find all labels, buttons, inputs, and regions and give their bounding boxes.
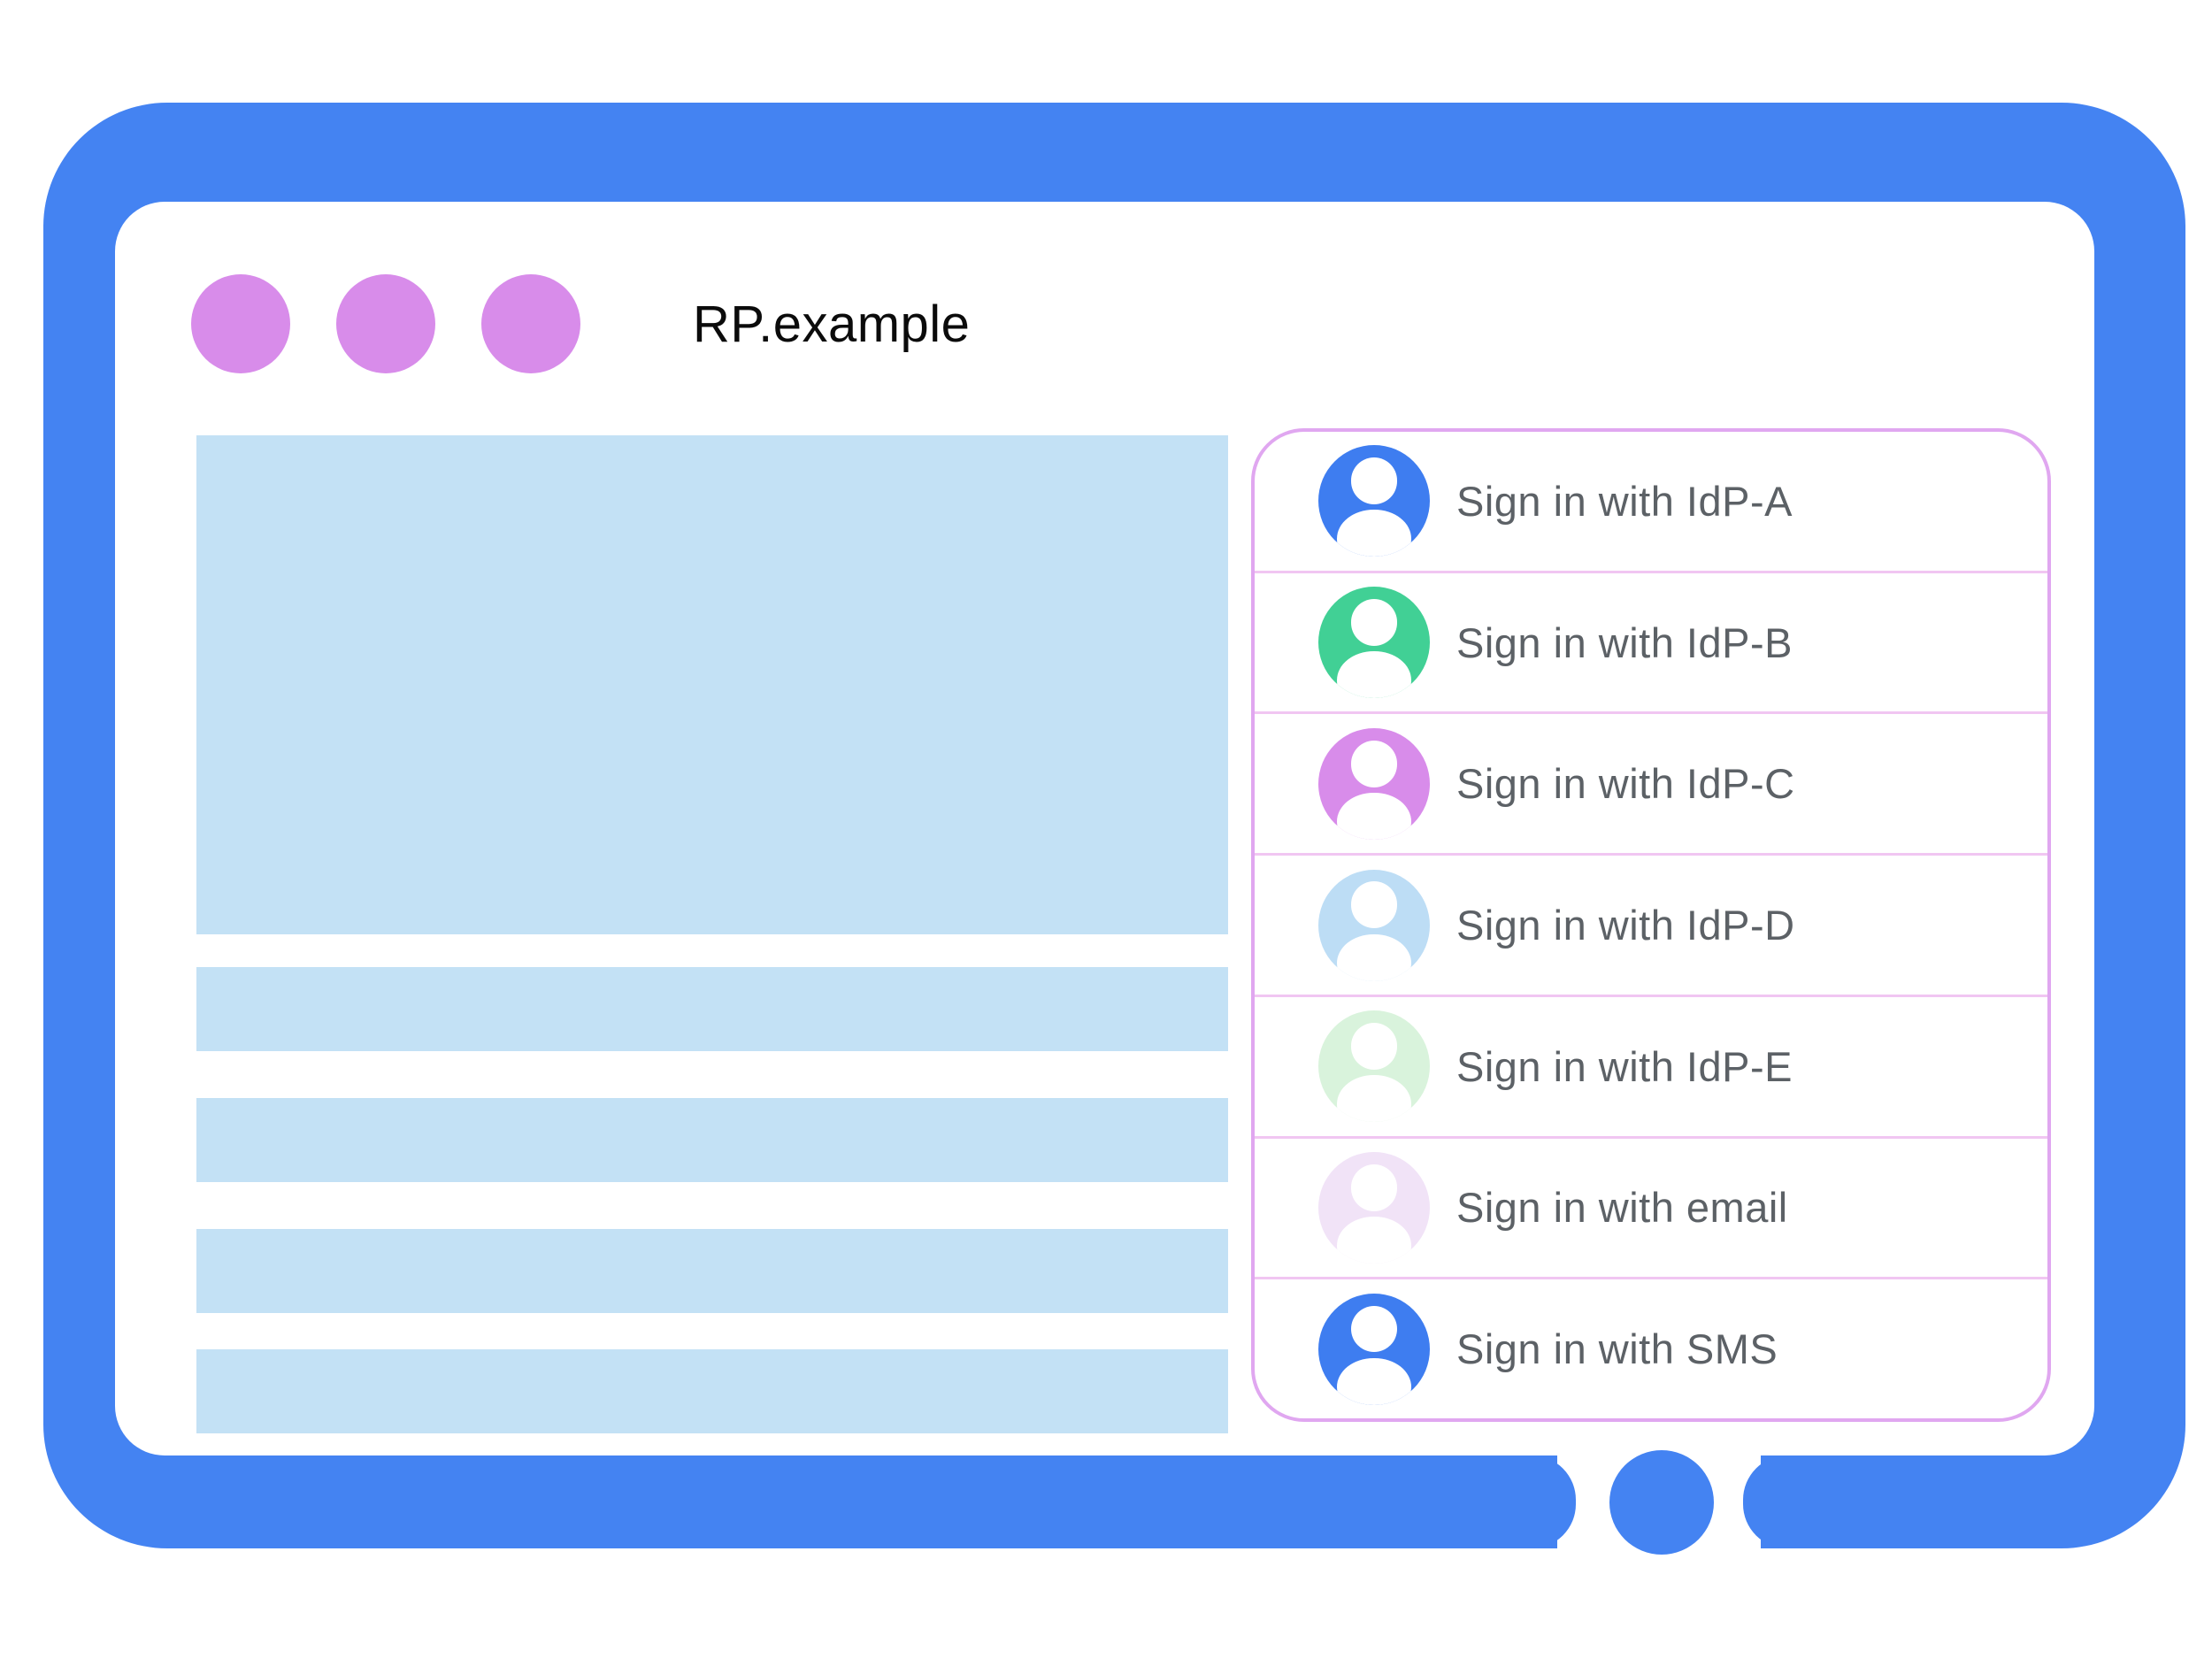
person-avatar-icon [1318, 869, 1430, 981]
signin-option-label: Sign in with IdP-E [1456, 1042, 1793, 1090]
window-header: RP.example [191, 274, 970, 373]
signin-option-label: Sign in with IdP-A [1456, 477, 1793, 525]
person-avatar-icon [1318, 727, 1430, 840]
signin-option-idp-c[interactable]: Sign in with IdP-C [1255, 711, 2047, 853]
signin-option-label: Sign in with IdP-C [1456, 760, 1795, 808]
content-placeholder-bar [196, 1349, 1228, 1433]
site-title: RP.example [693, 295, 971, 353]
person-avatar-icon [1318, 1010, 1430, 1123]
content-placeholder-hero [196, 435, 1228, 934]
signin-option-idp-a[interactable]: Sign in with IdP-A [1255, 432, 2047, 571]
bezel-bottom-left-segment-end [1489, 1455, 1576, 1548]
signin-chooser-panel: Sign in with IdP-A Sign in with IdP-B Si… [1251, 428, 2051, 1422]
bezel-notch-circle [1609, 1450, 1714, 1555]
window-dot-icon[interactable] [191, 274, 290, 373]
signin-option-label: Sign in with IdP-D [1456, 902, 1795, 949]
person-avatar-icon [1318, 587, 1430, 699]
signin-option-email[interactable]: Sign in with email [1255, 1135, 2047, 1278]
signin-option-label: Sign in with SMS [1456, 1325, 1778, 1373]
content-placeholder-bar [196, 1229, 1228, 1313]
person-avatar-icon [1318, 1293, 1430, 1405]
signin-option-sms[interactable]: Sign in with SMS [1255, 1277, 2047, 1418]
content-placeholder-bar [196, 967, 1228, 1051]
person-avatar-icon [1318, 1151, 1430, 1263]
signin-option-label: Sign in with email [1456, 1184, 1788, 1232]
content-placeholder-bar [196, 1098, 1228, 1182]
signin-option-idp-d[interactable]: Sign in with IdP-D [1255, 853, 2047, 995]
signin-option-idp-e[interactable]: Sign in with IdP-E [1255, 994, 2047, 1136]
signin-option-idp-b[interactable]: Sign in with IdP-B [1255, 570, 2047, 712]
signin-option-label: Sign in with IdP-B [1456, 618, 1793, 666]
window-dot-icon[interactable] [481, 274, 580, 373]
person-avatar-icon [1318, 445, 1430, 557]
bezel-bottom-right-segment-end [1743, 1455, 1830, 1548]
window-dot-icon[interactable] [336, 274, 435, 373]
